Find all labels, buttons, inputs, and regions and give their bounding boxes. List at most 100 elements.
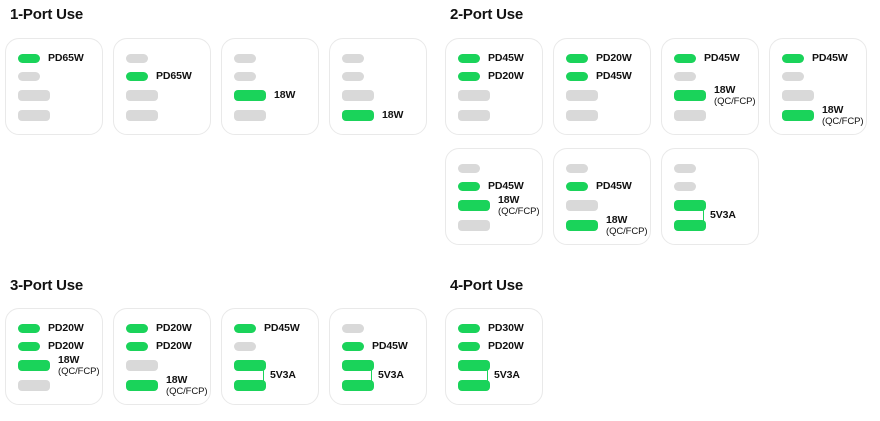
usb-a-port-active <box>18 360 50 371</box>
port-slot-list: PD45W <box>342 309 428 406</box>
usb-c-port-active <box>782 54 804 63</box>
section-title-one-port: 1-Port Use <box>10 6 84 23</box>
port-slot <box>342 320 428 338</box>
usb-c-port-active <box>18 342 40 351</box>
port-power-label: PD45W <box>704 51 740 64</box>
usb-a-port-inactive <box>18 110 50 121</box>
usb-a-port-inactive <box>674 110 706 121</box>
port-slot: 18W(QC/FCP) <box>782 104 868 127</box>
port-slot <box>18 376 104 396</box>
port-slot <box>566 106 652 126</box>
usb-c-port-inactive <box>674 164 696 173</box>
usb-c-port-active <box>18 324 40 333</box>
port-slot <box>234 50 320 68</box>
card-row: PD65W PD65W 18W 18W <box>5 38 427 135</box>
section-title-two-port: 2-Port Use <box>450 6 524 23</box>
usb-a-port-active <box>674 220 706 231</box>
port-power-label: PD20W <box>488 339 524 352</box>
port-slot: 18W(QC/FCP) <box>674 84 760 106</box>
shared-output-label: 5V3A <box>270 368 296 381</box>
port-slot <box>458 86 544 106</box>
usb-a-port-inactive <box>566 110 598 121</box>
usb-a-port-inactive <box>458 90 490 101</box>
port-slot <box>342 50 428 68</box>
port-power-label: 18W <box>382 108 404 121</box>
port-slot: 18W(QC/FCP) <box>566 214 652 236</box>
port-slot: PD20W <box>126 320 212 338</box>
port-power-label: PD20W <box>596 51 632 64</box>
usb-a-port-inactive <box>126 90 158 101</box>
usb-a-port-active <box>126 380 158 391</box>
usb-c-port-active <box>18 54 40 63</box>
port-slot <box>234 338 320 356</box>
port-slot: 18W(QC/FCP) <box>126 373 212 397</box>
port-slot-list: PD65W <box>126 39 212 136</box>
usb-c-port-inactive <box>234 342 256 351</box>
port-slot: 18W <box>342 106 428 126</box>
port-slot-list: PD45W 18W(QC/FCP) <box>674 39 760 136</box>
port-power-label: PD20W <box>48 339 84 352</box>
port-slot: PD65W <box>18 50 104 68</box>
usb-c-port-active <box>458 72 480 81</box>
port-power-label: 18W <box>274 88 296 101</box>
port-slot-list: 18W <box>342 39 428 136</box>
usb-a-port-inactive <box>18 380 50 391</box>
port-slot: PD20W <box>458 338 544 356</box>
port-slot <box>458 160 544 178</box>
port-slot-list: PD20W PD45W <box>566 39 652 136</box>
port-power-label: 18W(QC/FCP) <box>166 373 208 397</box>
port-config-card: PD20W PD45W <box>553 38 651 135</box>
port-slot: PD30W <box>458 320 544 338</box>
port-slot <box>126 86 212 106</box>
port-config-card: PD65W <box>5 38 103 135</box>
port-protocol-label: (QC/FCP) <box>166 385 208 397</box>
usb-c-port-active <box>342 342 364 351</box>
port-power-label: PD45W <box>596 179 632 192</box>
usb-a-port-active <box>342 360 374 371</box>
usb-c-port-inactive <box>18 72 40 81</box>
port-slot-list: PD45W <box>234 309 320 406</box>
port-power-label: PD45W <box>488 179 524 192</box>
usb-a-port-inactive <box>234 110 266 121</box>
usb-a-port-inactive <box>566 200 598 211</box>
port-slot-list: 18W <box>234 39 320 136</box>
port-slot <box>674 196 760 216</box>
port-slot <box>18 106 104 126</box>
usb-a-port-inactive <box>18 90 50 101</box>
usb-a-port-inactive <box>126 360 158 371</box>
usb-c-port-active <box>674 54 696 63</box>
port-slot <box>458 376 544 396</box>
port-slot: 18W(QC/FCP) <box>18 353 104 377</box>
port-slot <box>458 106 544 126</box>
usb-a-port-active <box>458 360 490 371</box>
port-protocol-label: (QC/FCP) <box>822 115 864 127</box>
port-config-card: 18W <box>329 38 427 135</box>
port-slot <box>674 68 760 86</box>
port-config-card: PD65W <box>113 38 211 135</box>
port-slot: PD45W <box>234 320 320 338</box>
shared-output-label: 5V3A <box>378 368 404 381</box>
usb-a-port-active <box>566 220 598 231</box>
port-power-label: PD65W <box>48 51 84 64</box>
port-power-label: PD45W <box>372 339 408 352</box>
port-power-label: PD45W <box>596 69 632 82</box>
usb-a-port-active <box>342 380 374 391</box>
port-power-label: 18W(QC/FCP) <box>58 353 100 377</box>
port-slot: PD20W <box>566 50 652 68</box>
section-title-four-port: 4-Port Use <box>450 277 524 294</box>
usb-a-port-active <box>674 90 706 101</box>
port-power-label: PD45W <box>812 51 848 64</box>
port-slot <box>674 178 760 196</box>
usb-c-port-active <box>566 72 588 81</box>
port-config-card: PD45W 18W(QC/FCP) <box>661 38 759 135</box>
port-config-card: PD45W 18W(QC/FCP) <box>553 148 651 245</box>
